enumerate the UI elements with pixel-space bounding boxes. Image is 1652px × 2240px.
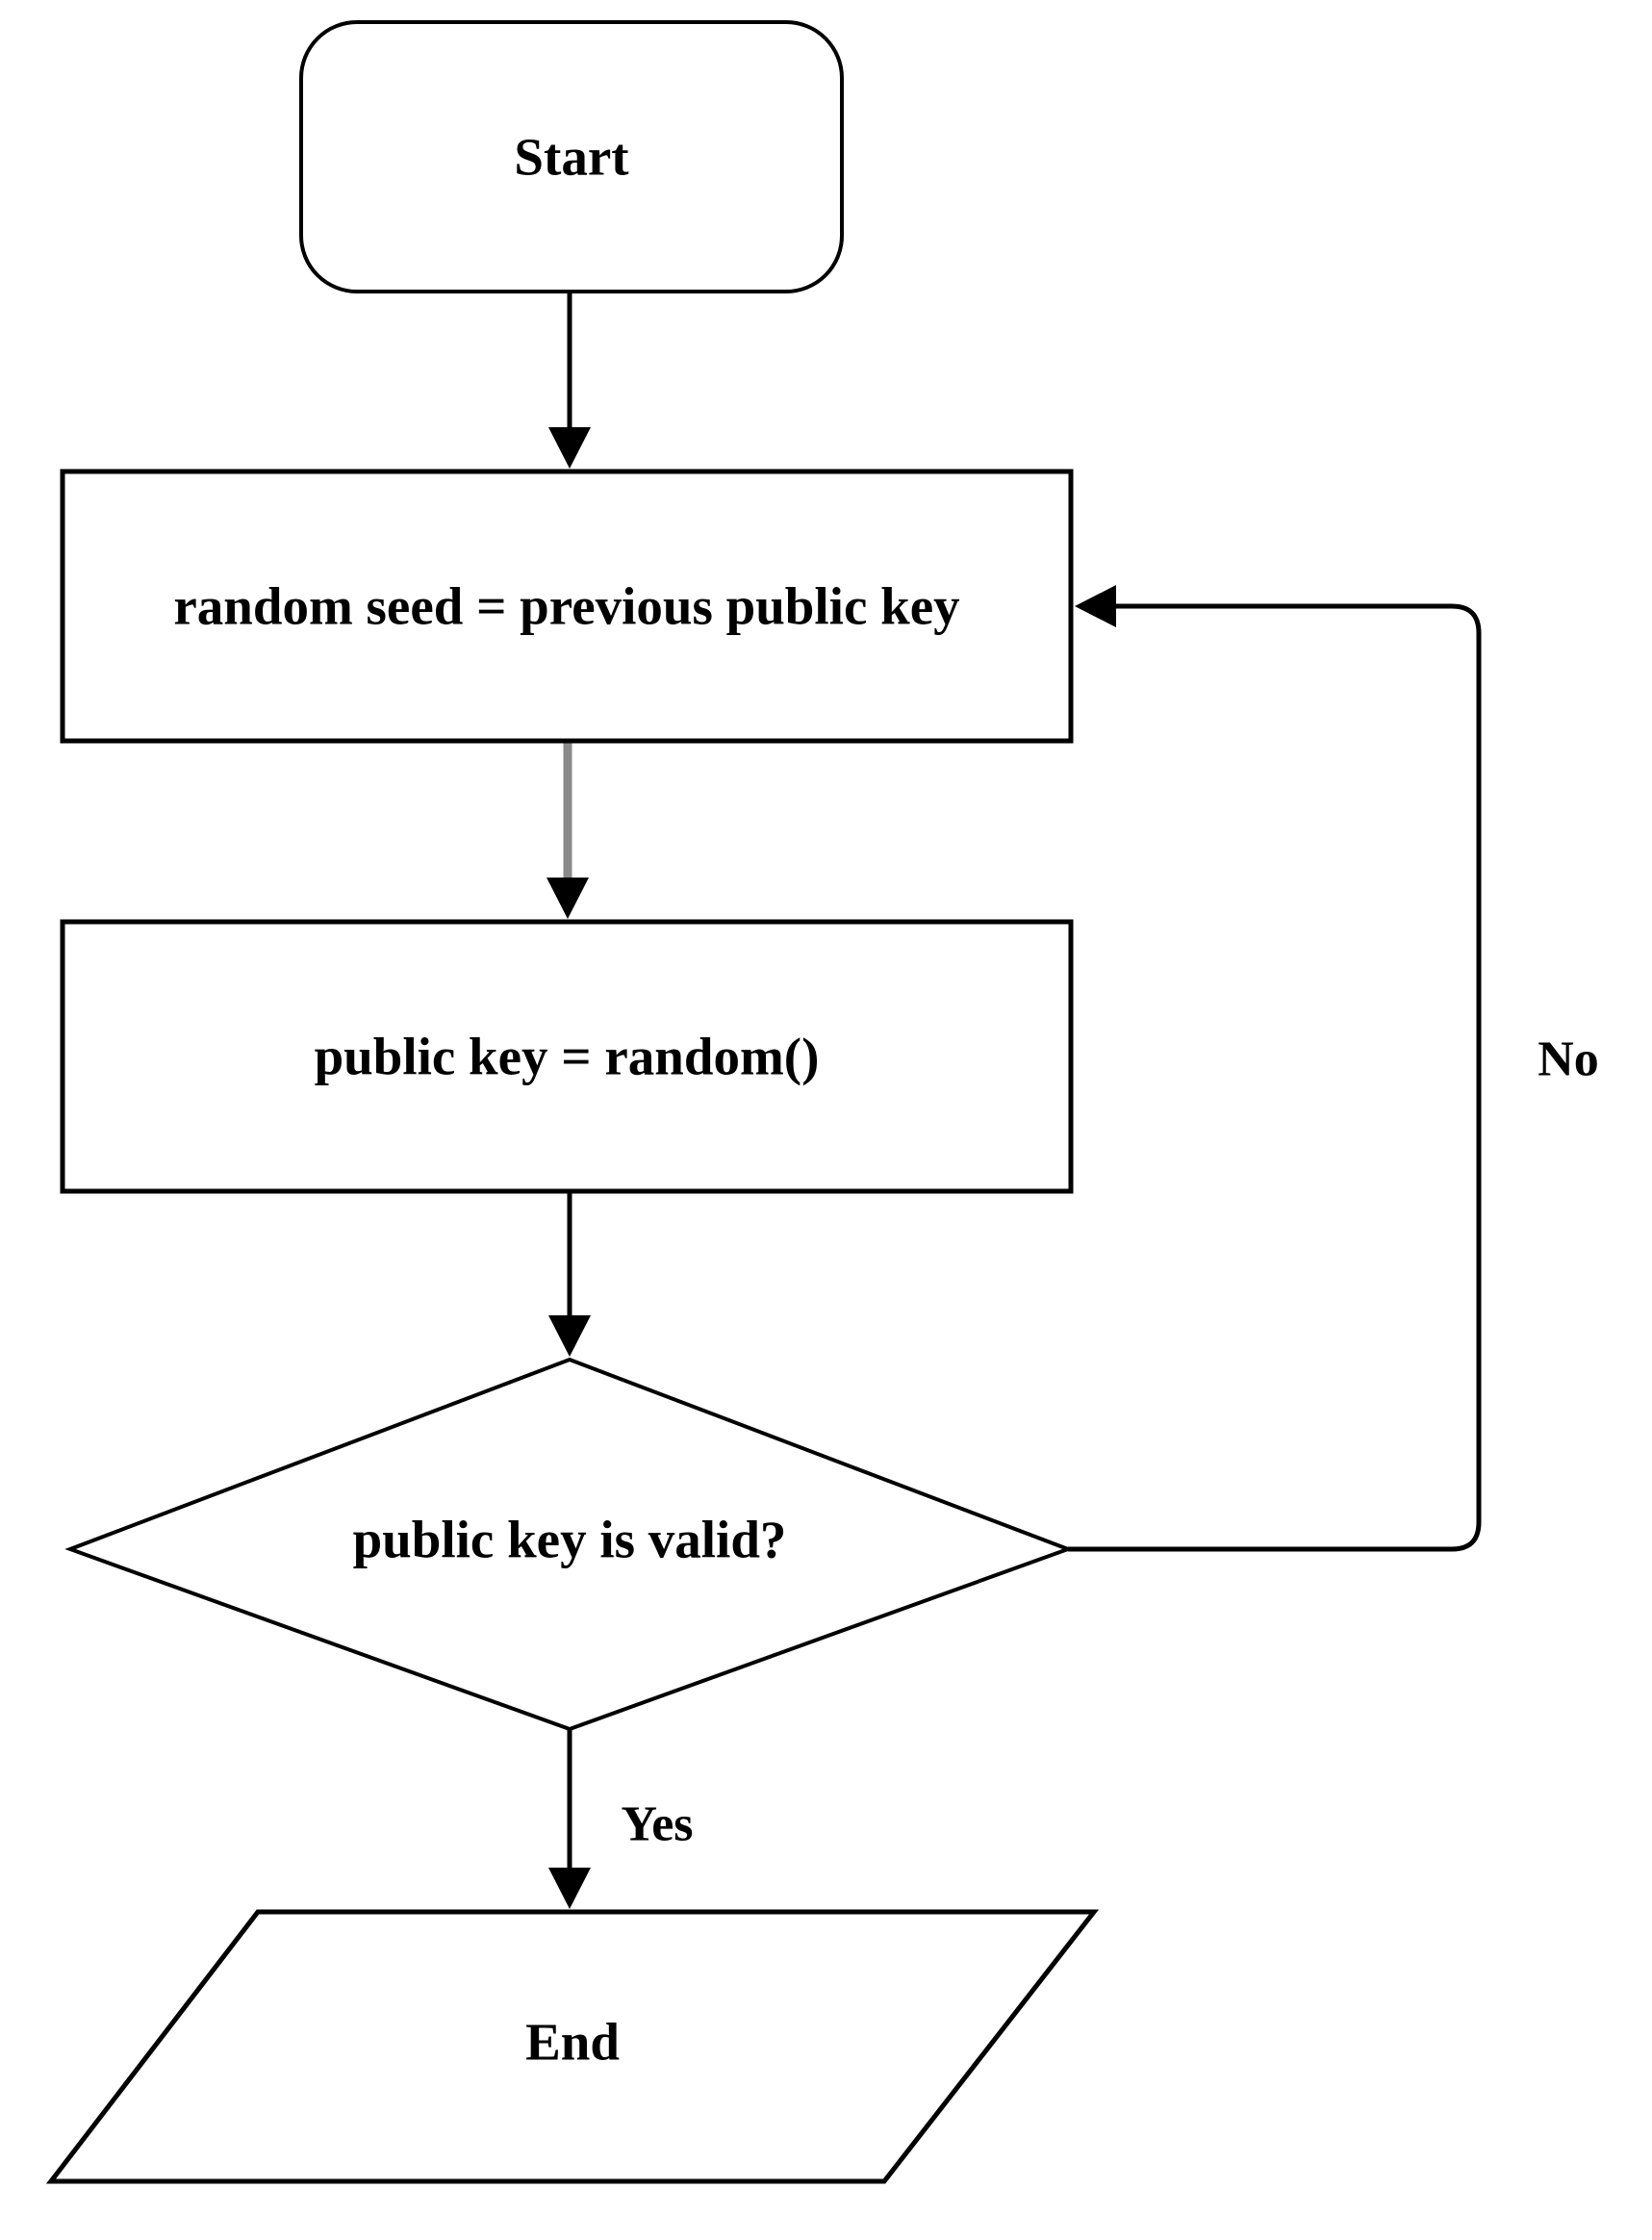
process-node-public-key [60,919,1074,1194]
edge-no-loop [1068,603,1482,1552]
end-node [45,1909,1100,2184]
process-node-random-seed-label: random seed = previous public key [173,577,959,636]
arrowhead-into-publickey-box [546,878,589,919]
start-node-label: Start [514,128,629,187]
process-node-random-seed [60,469,1074,744]
end-node-label: End [525,2013,620,2072]
no-edge-label: No [1538,1032,1599,1087]
arrowhead-into-end [548,1868,591,1909]
decision-node-valid [64,1357,1074,1732]
arrowhead-into-seed-box [548,427,591,469]
yes-edge-label: Yes [621,1797,693,1852]
process-node-public-key-label: public key = random() [315,1028,820,1086]
arrowhead-into-seed-box-right [1075,585,1116,627]
start-node [299,20,844,293]
arrowhead-into-decision [548,1315,591,1357]
decision-node-valid-label: public key is valid? [353,1511,787,1569]
